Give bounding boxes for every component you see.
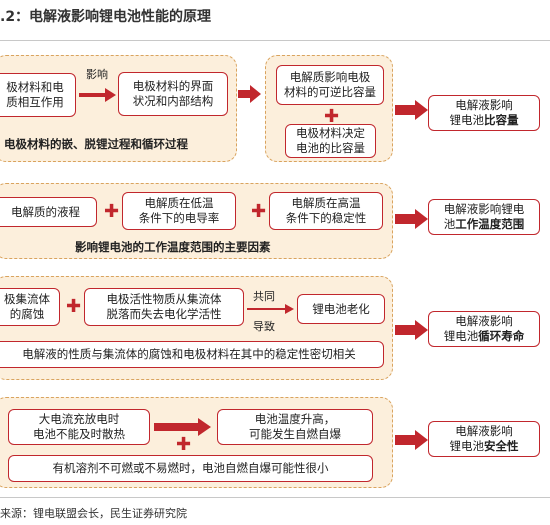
- output-cycle-life-keyword: 循环寿命: [478, 329, 525, 343]
- source-note: 来源：锂电联盟会长，民生证券研究院: [0, 507, 187, 520]
- figure-title: .2：电解液影响锂电池性能的原理: [0, 9, 212, 25]
- high-current-heat-box: 大电流充放电时 电池不能及时散热: [8, 409, 150, 445]
- interface-structure-box: 电极材料的界面 状况和内部结构: [118, 72, 228, 116]
- right-arrow-icon: [395, 320, 428, 340]
- output-capacity-keyword: 比容量: [484, 113, 519, 127]
- output-safety-line1: 电解液影响: [455, 424, 513, 438]
- plus-icon: ✚: [176, 434, 192, 455]
- right-arrow-icon: [238, 85, 261, 103]
- output-safety: 电解液影响 锂电池安全性: [428, 421, 540, 457]
- battery-aging-box: 锂电池老化: [297, 294, 385, 324]
- active-material-detach-box: 电极活性物质从集流体 脱落而失去电化学活性: [84, 288, 244, 326]
- non-flammable-solvent-box: 有机溶剂不可燃或不易燃时，电池自燃自爆可能性很小: [8, 455, 373, 482]
- bottom-rule: [0, 497, 550, 498]
- plus-icon: ✚: [66, 296, 82, 317]
- low-temp-conductivity-box: 电解质在低温 条件下的电导率: [122, 192, 236, 230]
- lead-to-label: 导致: [253, 320, 275, 333]
- right-arrow-icon: [395, 100, 428, 120]
- output-safety-keyword: 安全性: [484, 439, 519, 453]
- output-temperature-line1: 电解液影响锂电: [443, 202, 525, 216]
- temperature-rise-box: 电池温度升高， 可能发生自燃自爆: [217, 409, 373, 445]
- right-arrow-icon: [247, 304, 294, 314]
- output-cycle-life-line2-prefix: 锂电池: [443, 329, 479, 343]
- collector-corrosion-box: 极集流体 的腐蚀: [0, 288, 60, 326]
- row1-caption: 电极材料的嵌、脱锂过程和循环过程: [4, 137, 188, 151]
- output-cycle-life-line1: 电解液影响: [455, 314, 513, 328]
- reversible-capacity-box: 电解质影响电极 材料的可逆比容量: [276, 65, 384, 105]
- output-temperature: 电解液影响锂电 池工作温度范围: [428, 199, 540, 235]
- plus-icon: ✚: [104, 201, 120, 222]
- output-safety-line2-prefix: 锂电池: [449, 439, 485, 453]
- right-arrow-icon: [395, 430, 428, 450]
- row2-caption: 影响锂电池的工作温度范围的主要因素: [75, 240, 271, 254]
- right-arrow-icon: [395, 209, 428, 229]
- output-temperature-line2-prefix: 池: [443, 217, 456, 231]
- high-temp-stability-box: 电解质在高温 条件下的稳定性: [269, 192, 383, 230]
- output-capacity: 电解液影响 锂电池比容量: [428, 95, 540, 131]
- right-arrow-icon: [79, 88, 116, 102]
- electrode-electrolyte-interaction-box: 极材料和电 质相互作用: [0, 73, 76, 117]
- influence-label: 影响: [86, 68, 108, 81]
- specific-capacity-box: 电极材料决定 电池的比容量: [285, 124, 376, 158]
- electrolyte-stability-box: 电解液的性质与集流体的腐蚀和电极材料在其中的稳定性密切相关: [0, 341, 384, 368]
- output-temperature-keyword: 工作温度范围: [455, 217, 525, 231]
- output-cycle-life: 电解液影响 锂电池循环寿命: [428, 311, 540, 347]
- together-label: 共同: [253, 290, 275, 303]
- output-capacity-line2-prefix: 锂电池: [449, 113, 485, 127]
- plus-icon: ✚: [251, 201, 267, 222]
- plus-icon: ✚: [324, 106, 340, 127]
- output-capacity-line1: 电解液影响: [455, 98, 513, 112]
- right-arrow-icon: [154, 418, 211, 436]
- liquid-range-box: 电解质的液程: [0, 197, 97, 227]
- top-rule: [0, 40, 550, 41]
